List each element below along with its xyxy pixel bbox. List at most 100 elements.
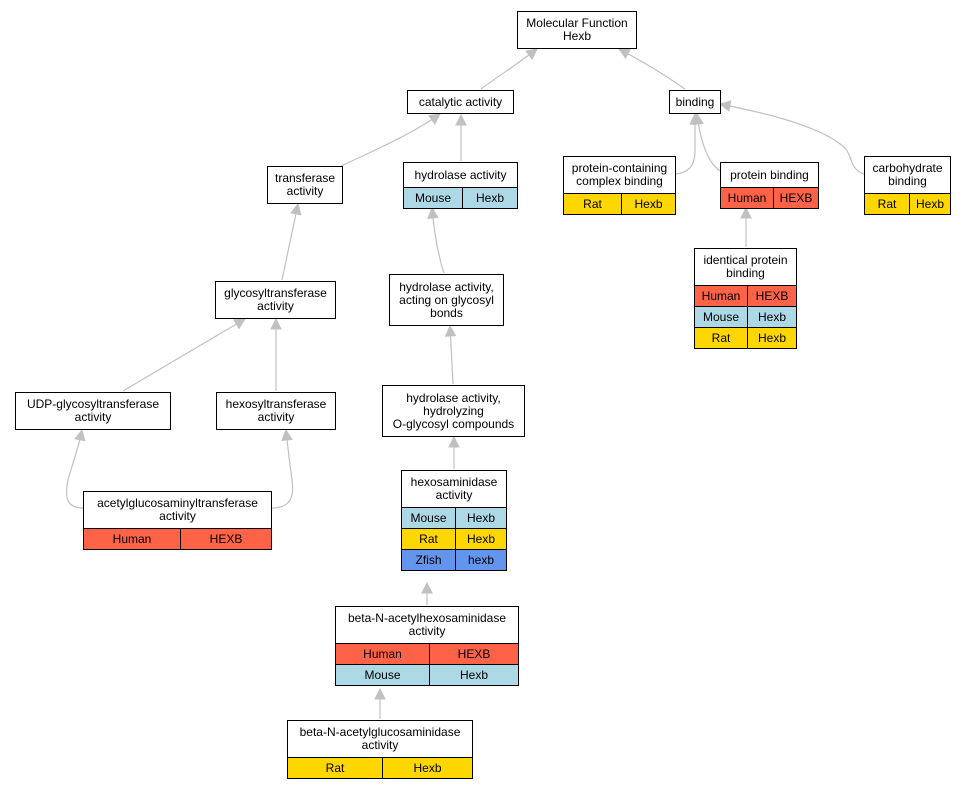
edge-arrowhead: [692, 112, 704, 126]
edge-arrowhead: [74, 428, 86, 442]
term-label-line: hydrolase activity,: [406, 390, 501, 405]
term-label-line: identical protein: [703, 253, 788, 267]
term-label-line: beta-N-acetylhexosaminidase: [347, 611, 507, 625]
term-label-line: Molecular Function: [526, 16, 628, 30]
edge-acetylglucosaminyltransferase-to-hexosyltransferase: [271, 429, 294, 509]
term-label-line: activity: [74, 410, 112, 424]
gene-cell[interactable]: HEXB: [773, 188, 818, 208]
gene-cell[interactable]: Hexb: [747, 328, 796, 348]
species-cell: Human: [112, 531, 152, 546]
term-label-line: hydrolyzing: [423, 403, 484, 418]
gene-cell[interactable]: Hexb: [747, 307, 796, 327]
gene-cell[interactable]: Hexb: [621, 194, 675, 214]
edge-transferase-to-catalytic: [340, 113, 441, 167]
gene-cell[interactable]: Hexb: [455, 508, 506, 528]
edge-arrowhead: [525, 48, 538, 60]
species-gene-row: Mouse Hexb: [336, 664, 518, 685]
term-label-line: carbohydrate: [872, 161, 943, 175]
term-label: protein binding: [721, 163, 818, 187]
term-label-line: hydrolase activity: [414, 167, 507, 182]
edge-arrowhead: [428, 113, 441, 125]
edge-arrowhead: [455, 113, 467, 126]
edge-arrowhead: [448, 435, 460, 448]
gene-cell[interactable]: HEXB: [747, 286, 796, 306]
gene-cell[interactable]: Hexb: [382, 758, 472, 778]
edge-acetylglucosaminyltransferase-to-udp-glycosyltransferase: [65, 429, 84, 509]
term-label-line: catalytic activity: [418, 94, 503, 109]
gene-cell[interactable]: HEXB: [180, 529, 271, 549]
term-label: hydrolase activity: [404, 163, 517, 187]
edge-arrowhead: [270, 317, 282, 330]
term-label-line: glycosyltransferase: [224, 286, 327, 300]
term-label-line: protein binding: [730, 167, 809, 182]
term-label-line: activity: [257, 410, 295, 424]
species-cell: Rat: [711, 330, 731, 345]
edge-udp-glycosyltransferase-to-glycosyltransferase: [122, 318, 246, 392]
term-node-catalytic[interactable]: catalytic activity: [407, 90, 514, 114]
species-cell: Rat: [877, 196, 897, 211]
term-label-line: hexosyltransferase: [225, 397, 327, 411]
species-cell: Human: [701, 288, 741, 303]
term-label-line: transferase: [274, 171, 336, 185]
term-node-binding[interactable]: binding: [669, 90, 721, 114]
gene-cell[interactable]: Hexb: [909, 194, 950, 214]
gene-cell[interactable]: Hexb: [455, 529, 506, 549]
term-label-line: UDP-glycosyltransferase: [26, 397, 160, 411]
species-cell: Zfish: [415, 552, 442, 567]
term-label-line: activity: [159, 509, 196, 523]
term-label-line: binding: [675, 94, 715, 109]
term-label-line: activity: [435, 488, 473, 502]
gene-cell[interactable]: Hexb: [429, 665, 518, 685]
edge-arrowhead: [444, 324, 457, 337]
species-gene-row: Zfish hexb: [402, 549, 506, 570]
edge-arrowhead: [281, 428, 293, 442]
edge-arrowhead: [374, 687, 386, 700]
species-cell: Mouse: [364, 667, 401, 682]
gene-cell[interactable]: Hexb: [462, 188, 517, 208]
gene-cell[interactable]: hexb: [455, 550, 506, 570]
species-cell: Mouse: [414, 190, 452, 205]
species-cell: Human: [727, 190, 767, 205]
species-gene-row: Human HEXB: [695, 285, 796, 306]
term-label-line: Hexb: [562, 29, 591, 43]
term-label-line: acting on glycosyl: [399, 292, 494, 307]
gene-cell[interactable]: HEXB: [429, 644, 518, 664]
term-label-line: acetylglucosaminyltransferase: [97, 496, 258, 510]
edge-carb-binding-to-binding: [719, 103, 865, 175]
term-label-line: binding: [726, 266, 765, 280]
term-label-line: beta-N-acetylglucosaminidase: [299, 725, 461, 739]
term-label-line: hexosaminidase: [410, 475, 498, 489]
edge-arrowhead: [290, 202, 302, 216]
species-gene-row: Rat Hexb: [695, 327, 796, 348]
species-gene-row: Rat Hexb: [865, 193, 950, 214]
